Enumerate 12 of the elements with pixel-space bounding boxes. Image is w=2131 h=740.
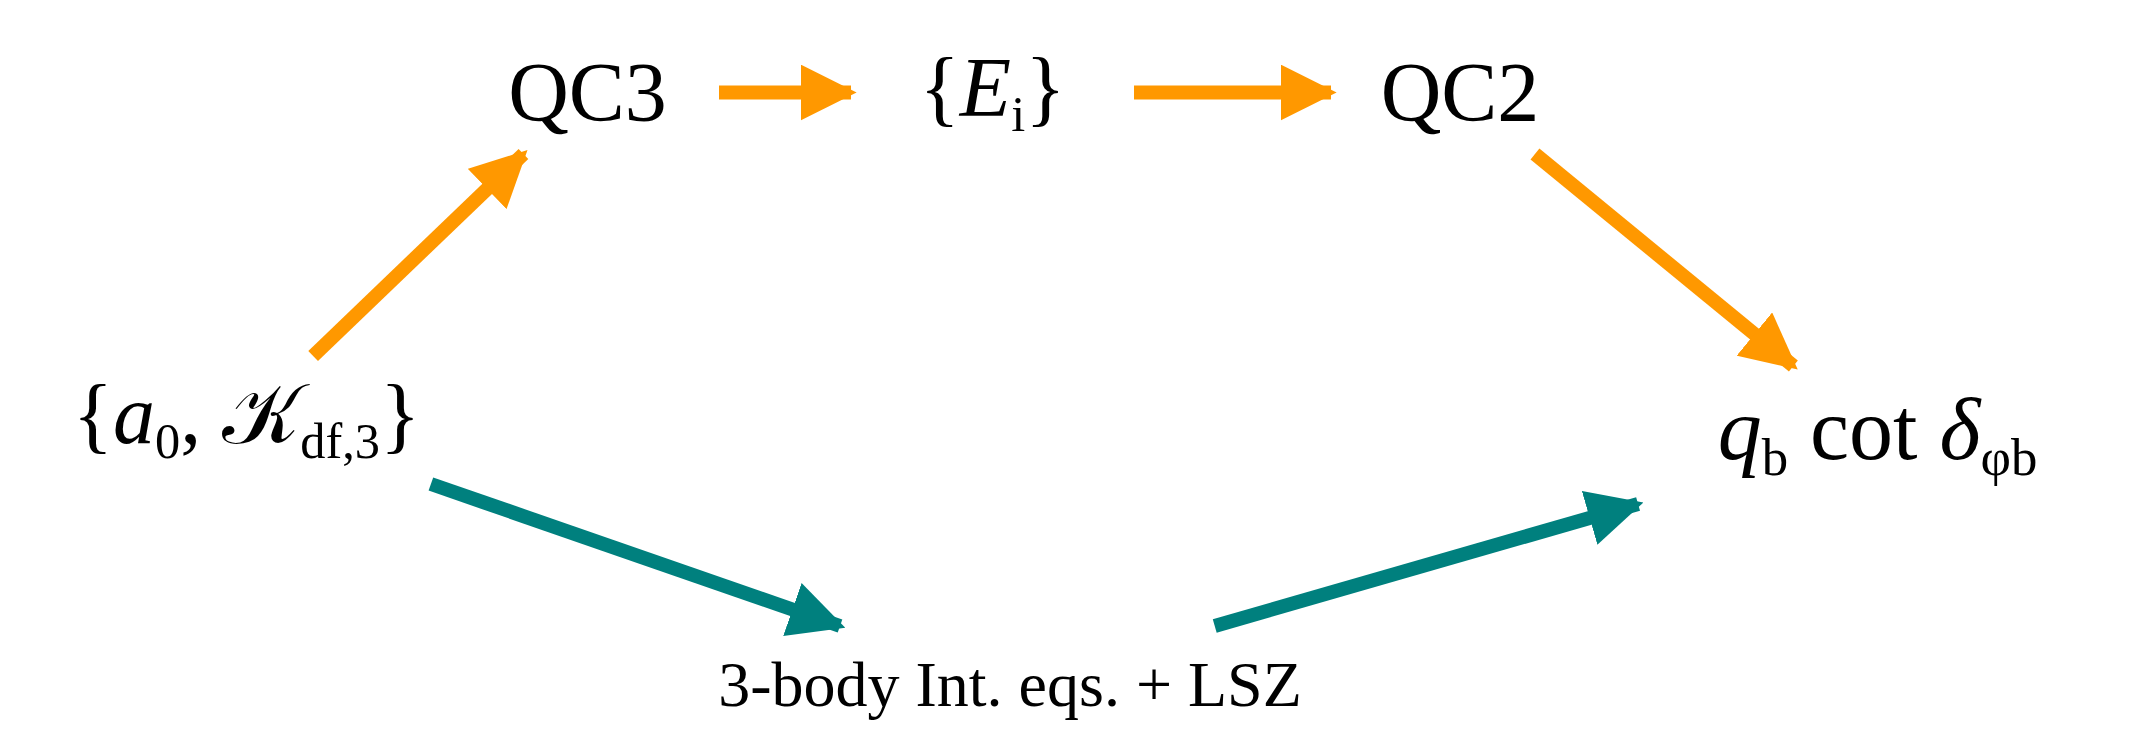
arrow	[308, 148, 529, 362]
formula-label: QC3	[470, 45, 705, 140]
arrow	[1212, 491, 1644, 633]
formula-label: QC2	[1345, 45, 1575, 140]
formula-label: q$_{b}$ cot δ$_{φb}$	[1630, 380, 2125, 490]
arrow	[1134, 64, 1337, 121]
arrow	[1530, 148, 1798, 372]
formula-label: 3-body Int. eqs. + LSZ	[570, 640, 1450, 730]
arrow	[428, 477, 846, 636]
arrow	[719, 64, 857, 121]
formula-label: {E$_{i}$}	[865, 45, 1120, 140]
formula-label: {a$_{0}$, 𝒦$_{df,3}$}	[34, 370, 459, 470]
